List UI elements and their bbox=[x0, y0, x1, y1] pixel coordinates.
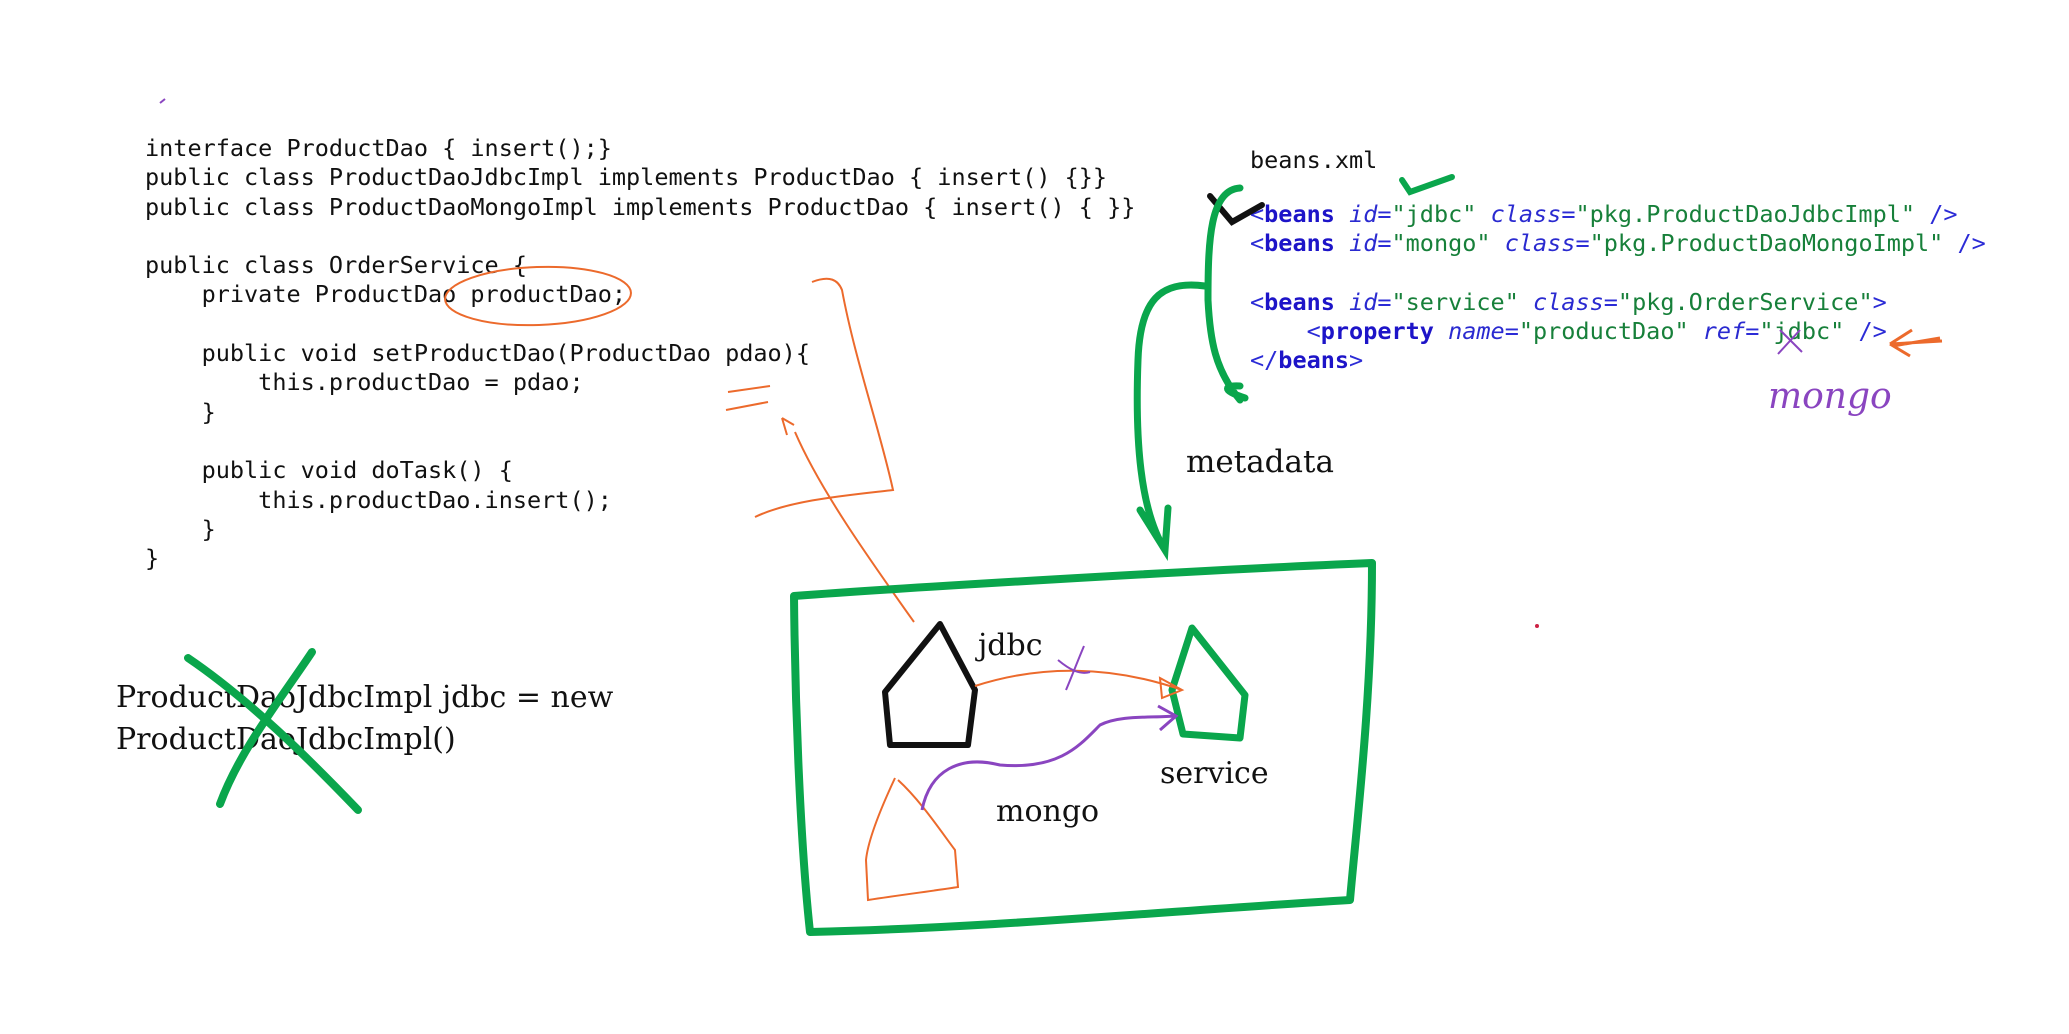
ref-replacement-mongo: mongo bbox=[1768, 376, 1892, 417]
xml-bean-id: "mongo" bbox=[1391, 229, 1491, 258]
container-box bbox=[790, 559, 1376, 936]
code-line: this.productDao = pdao; bbox=[145, 368, 584, 397]
xml-property-name: "productDao" bbox=[1518, 317, 1689, 346]
new-statement-line1: ProductDaoJdbcImpl jdbc = new bbox=[116, 680, 614, 715]
xml-bracket bbox=[1204, 184, 1249, 404]
metadata-arrow bbox=[1133, 281, 1209, 561]
stray-mark bbox=[159, 98, 166, 104]
xml-filename: beans.xml bbox=[1250, 146, 1378, 174]
new-statement-line2: ProductDaoJdbcImpl() bbox=[116, 722, 456, 757]
xml-tag: beans bbox=[1278, 346, 1350, 375]
xml-bean-id: "service" bbox=[1391, 287, 1519, 316]
xml-tag: beans bbox=[1264, 229, 1335, 258]
green-check bbox=[1399, 174, 1455, 196]
xml-tag: beans bbox=[1264, 200, 1335, 228]
service-house bbox=[1168, 624, 1249, 742]
jdbc-to-service-arrow bbox=[974, 669, 1185, 700]
code-line: public void setProductDao(ProductDao pda… bbox=[145, 339, 810, 368]
service-label: service bbox=[1160, 756, 1269, 791]
code-line: private ProductDao productDao; bbox=[145, 280, 627, 309]
code-line: public class ProductDaoMongoImpl impleme… bbox=[145, 192, 1136, 221]
code-line: interface ProductDao { insert();} bbox=[145, 134, 612, 162]
jdbc-label: jdbc bbox=[978, 628, 1043, 663]
xml-bean-class: "pkg.ProductDaoMongoImpl" bbox=[1589, 229, 1944, 258]
mongo-label: mongo bbox=[996, 794, 1100, 829]
metadata-label: metadata bbox=[1186, 444, 1334, 480]
code-line: public class OrderService { bbox=[145, 251, 528, 280]
xml-property-ref: "jdbc" bbox=[1759, 317, 1845, 346]
code-line: } bbox=[145, 397, 216, 426]
java-code-block: interface ProductDao { insert();} public… bbox=[145, 134, 1135, 573]
jdbc-house bbox=[882, 621, 978, 748]
xml-tag: property bbox=[1320, 317, 1434, 346]
xml-bean-class: "pkg.OrderService" bbox=[1617, 287, 1873, 316]
stray-dot bbox=[1535, 624, 1539, 628]
code-line: public class ProductDaoJdbcImpl implemen… bbox=[145, 163, 1108, 192]
xml-code-block: <beans id="jdbc" class="pkg.ProductDaoJd… bbox=[1250, 200, 1986, 375]
xml-bean-class: "pkg.ProductDaoJdbcImpl" bbox=[1575, 200, 1916, 228]
xml-tag: beans bbox=[1264, 287, 1335, 316]
code-line: } bbox=[145, 544, 160, 573]
arrow-cancel-x bbox=[1057, 645, 1091, 691]
code-line: } bbox=[145, 514, 216, 543]
mongo-house bbox=[864, 777, 960, 902]
xml-bean-id: "jdbc" bbox=[1391, 200, 1477, 228]
code-line: public void doTask() { bbox=[145, 456, 513, 485]
code-line: this.productDao.insert(); bbox=[145, 485, 612, 514]
